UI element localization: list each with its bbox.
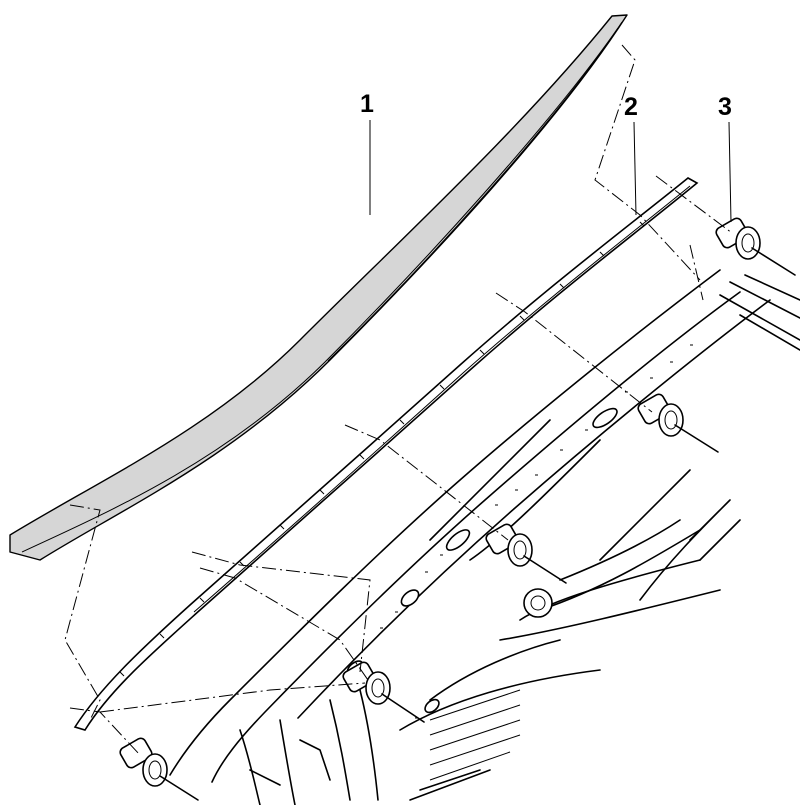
part-3-fasteners bbox=[119, 217, 796, 801]
part-1-roof-moulding bbox=[9, 14, 628, 561]
fastener bbox=[715, 217, 796, 276]
strip-clip-slots bbox=[119, 221, 645, 677]
fastener bbox=[119, 737, 199, 801]
callout-leaders bbox=[369, 120, 732, 223]
fastener bbox=[637, 393, 719, 453]
callout-2: 2 bbox=[624, 93, 638, 121]
leader-2 bbox=[633, 121, 637, 216]
fastener bbox=[342, 661, 425, 723]
callout-1: 1 bbox=[360, 90, 374, 118]
callout-3: 3 bbox=[718, 93, 732, 121]
assembly-lines bbox=[64, 44, 733, 756]
leader-3 bbox=[728, 121, 732, 223]
fastener bbox=[485, 523, 567, 584]
vehicle-roof-frame bbox=[169, 269, 800, 805]
part-2-retaining-strip bbox=[73, 177, 699, 731]
